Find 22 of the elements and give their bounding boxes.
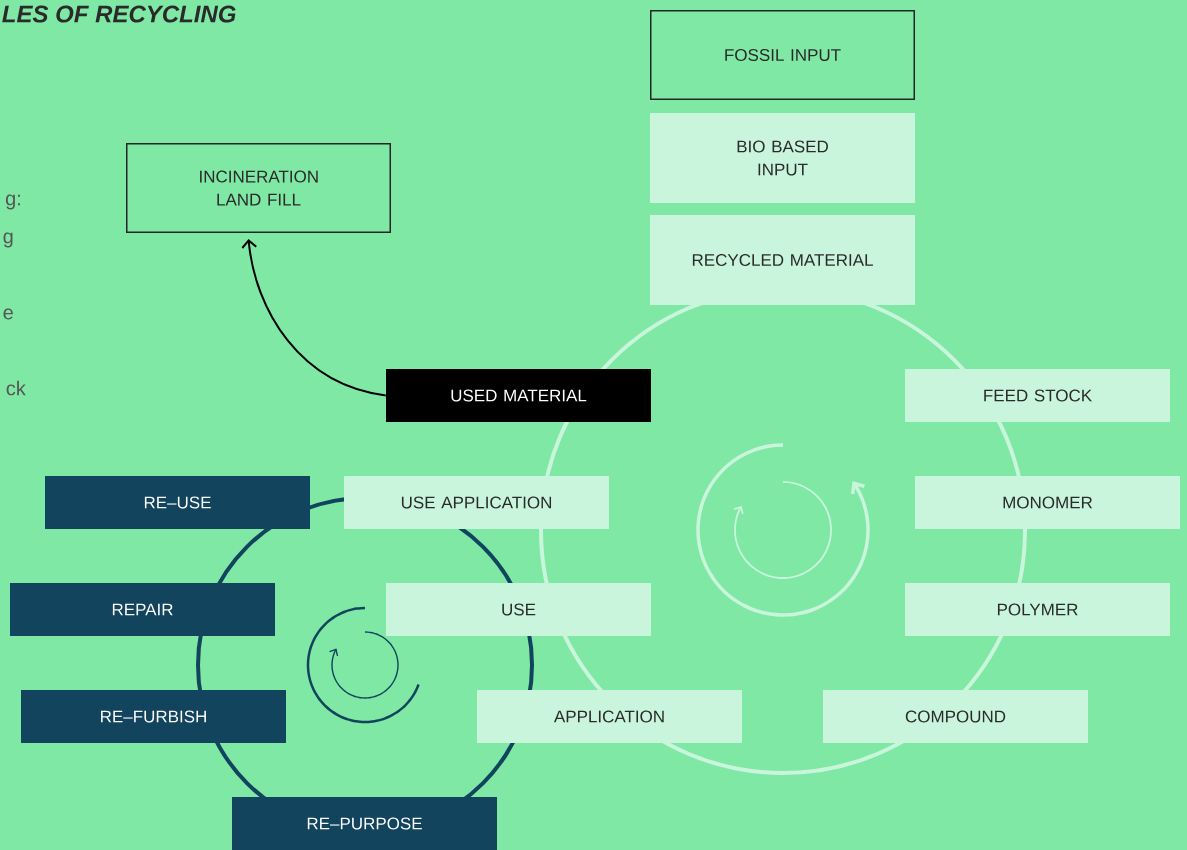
text-fragment: e <box>3 308 13 320</box>
outlined-box: FOSSIL INPUT <box>650 10 915 100</box>
text-fragment: g: <box>5 194 20 210</box>
process-box: RE–PURPOSE <box>232 797 497 850</box>
arrow <box>241 239 387 397</box>
process-box: RE–FURBISH <box>21 690 286 743</box>
process-box: COMPOUND <box>823 690 1088 743</box>
title: LES OF RECYCLING <box>2 5 236 23</box>
process-box: BIO BASED INPUT <box>650 113 915 203</box>
outlined-box: INCINERATION LAND FILL <box>126 143 391 233</box>
text-fragment: ck <box>6 380 26 396</box>
process-box: MONOMER <box>915 476 1180 529</box>
process-box: USE <box>386 583 651 636</box>
process-box: USE APPLICATION <box>344 476 609 529</box>
process-box: RECYCLED MATERIAL <box>650 215 915 305</box>
process-box: RE–USE <box>45 476 310 529</box>
process-box: POLYMER <box>905 583 1170 636</box>
text-fragment: g <box>3 232 13 248</box>
process-box: APPLICATION <box>477 690 742 743</box>
process-box: USED MATERIAL <box>386 369 651 422</box>
process-box: REPAIR <box>10 583 275 636</box>
process-box: FEED STOCK <box>905 369 1170 422</box>
